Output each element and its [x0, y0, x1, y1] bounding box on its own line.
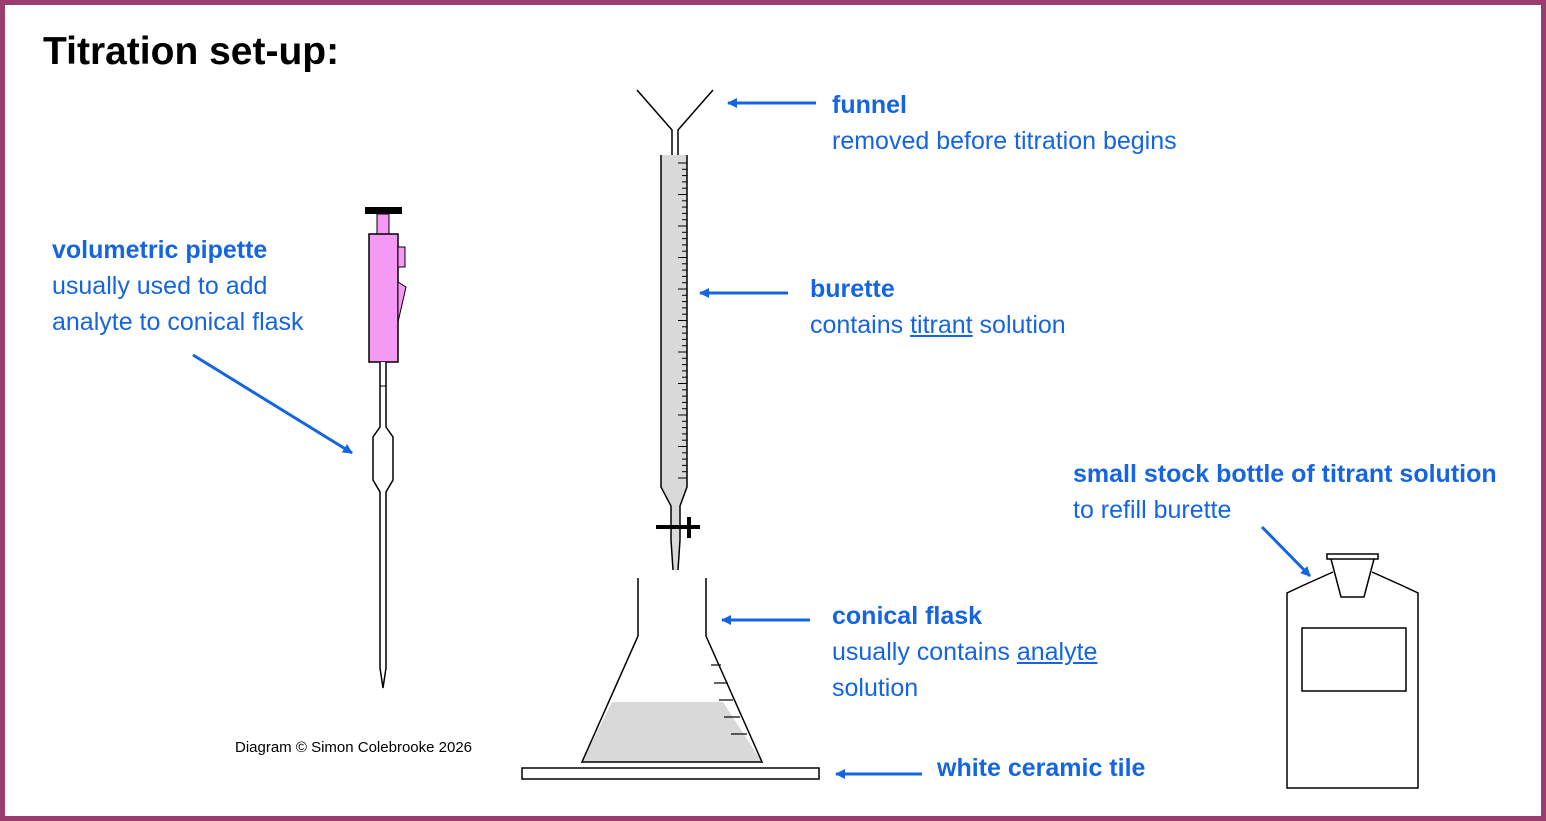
burette-graduations	[678, 162, 687, 479]
stock-bottle-label: small stock bottle of titrant solution	[1073, 460, 1497, 488]
burette-illustration	[656, 155, 700, 571]
funnel-description: removed before titration begins	[832, 127, 1177, 155]
pipette-arrow	[192, 353, 353, 455]
copyright-credit: Diagram © Simon Colebrooke 2026	[235, 739, 473, 756]
conical-flask-description-line1: usually contains analyte	[832, 638, 1098, 666]
pipette-illustration	[365, 207, 407, 689]
burette-label: burette	[810, 275, 895, 303]
burette-tap	[656, 517, 700, 538]
conical-flask-illustration	[580, 578, 764, 763]
burette-description: contains titrant solution	[810, 311, 1066, 339]
pipette-description-line1: usually used to add	[52, 272, 268, 300]
pipette-label: volumetric pipette	[52, 236, 268, 264]
bottle-arrow	[1260, 525, 1312, 578]
label-arrows	[192, 98, 1312, 779]
white-tile-label: white ceramic tile	[937, 754, 1146, 782]
pipette-description-line2: analyte to conical flask	[52, 308, 304, 336]
funnel-label: funnel	[832, 91, 907, 119]
white-ceramic-tile-illustration	[521, 767, 820, 780]
conical-flask-label: conical flask	[832, 602, 983, 630]
stock-bottle-description: to refill burette	[1073, 496, 1232, 524]
conical-flask-description-line2: solution	[832, 674, 919, 702]
page-title: Titration set-up:	[43, 30, 340, 73]
stock-bottle-illustration	[1286, 553, 1419, 789]
analyte-underlined: analyte	[1016, 638, 1098, 666]
titrant-underlined: titrant	[910, 311, 973, 339]
